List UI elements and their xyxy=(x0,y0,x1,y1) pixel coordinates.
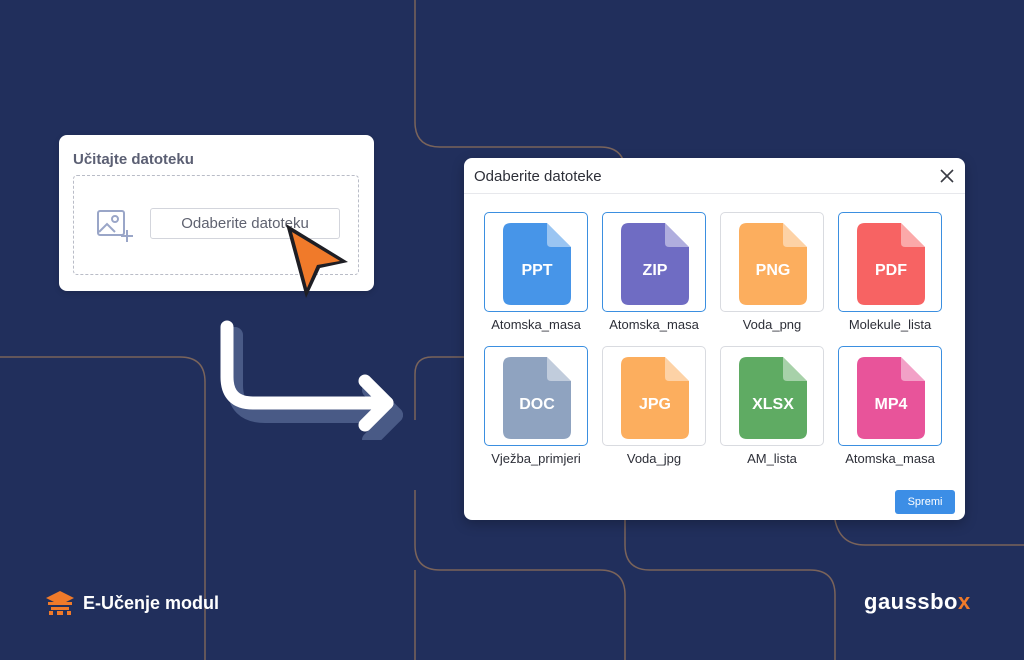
file-card[interactable]: PNG xyxy=(720,212,824,312)
file-item[interactable]: PDF Molekule_lista xyxy=(838,212,956,332)
file-card[interactable]: ZIP xyxy=(602,212,706,312)
file-type-label: PDF xyxy=(875,262,907,279)
file-document-icon: DOC xyxy=(503,357,571,439)
file-document-icon: ZIP xyxy=(621,223,689,305)
file-name: Atomska_masa xyxy=(845,451,935,466)
image-add-icon xyxy=(97,210,133,242)
file-name: AM_lista xyxy=(747,451,797,466)
file-name: Atomska_masa xyxy=(491,317,581,332)
file-type-label: DOC xyxy=(519,396,555,413)
cursor-pointer-icon xyxy=(286,224,348,298)
close-icon[interactable] xyxy=(938,167,956,185)
upload-title: Učitajte datoteku xyxy=(73,151,194,168)
file-type-label: ZIP xyxy=(643,262,668,279)
file-card[interactable]: XLSX xyxy=(720,346,824,446)
file-name: Vježba_primjeri xyxy=(491,451,581,466)
dialog-divider xyxy=(464,193,965,194)
file-item[interactable]: XLSX AM_lista xyxy=(720,346,838,466)
file-item[interactable]: ZIP Atomska_masa xyxy=(602,212,720,332)
file-type-label: PNG xyxy=(756,262,791,279)
file-item[interactable]: PNG Voda_png xyxy=(720,212,838,332)
file-document-icon: JPG xyxy=(621,357,689,439)
file-document-icon: XLSX xyxy=(739,357,807,439)
file-type-label: JPG xyxy=(639,396,671,413)
file-item[interactable]: DOC Vježba_primjeri xyxy=(484,346,602,466)
file-type-label: PPT xyxy=(521,262,552,279)
file-card[interactable]: PPT xyxy=(484,212,588,312)
flow-arrow xyxy=(220,320,403,440)
file-name: Atomska_masa xyxy=(609,317,699,332)
file-document-icon: PNG xyxy=(739,223,807,305)
gaussbox-logo: gaussbox xyxy=(864,589,971,615)
module-label: E-Učenje modul xyxy=(83,593,220,613)
file-name: Voda_jpg xyxy=(626,451,682,466)
dialog-title: Odaberite datoteke xyxy=(474,168,602,185)
file-item[interactable]: JPG Voda_jpg xyxy=(602,346,720,466)
save-button[interactable]: Spremi xyxy=(895,490,955,514)
file-name: Molekule_lista xyxy=(848,317,932,332)
file-item[interactable]: PPT Atomska_masa xyxy=(484,212,602,332)
logo-text-accent: x xyxy=(957,589,971,614)
file-document-icon: MP4 xyxy=(857,357,925,439)
file-document-icon: PPT xyxy=(503,223,571,305)
file-picker-dialog: Odaberite datoteke PPT Atomska_masa ZIP Ato… xyxy=(464,158,965,520)
choose-file-button[interactable]: Odaberite datoteku xyxy=(150,208,340,239)
graduation-hat-icon xyxy=(46,591,74,615)
file-name: Voda_png xyxy=(742,317,802,332)
file-type-label: MP4 xyxy=(875,396,908,413)
file-card[interactable]: DOC xyxy=(484,346,588,446)
logo-text-main: gaussbo xyxy=(864,589,958,614)
file-type-label: XLSX xyxy=(752,396,794,413)
file-dropzone[interactable]: Odaberite datoteku xyxy=(73,175,359,275)
file-card[interactable]: PDF xyxy=(838,212,942,312)
file-document-icon: PDF xyxy=(857,223,925,305)
file-card[interactable]: MP4 xyxy=(838,346,942,446)
file-card[interactable]: JPG xyxy=(602,346,706,446)
